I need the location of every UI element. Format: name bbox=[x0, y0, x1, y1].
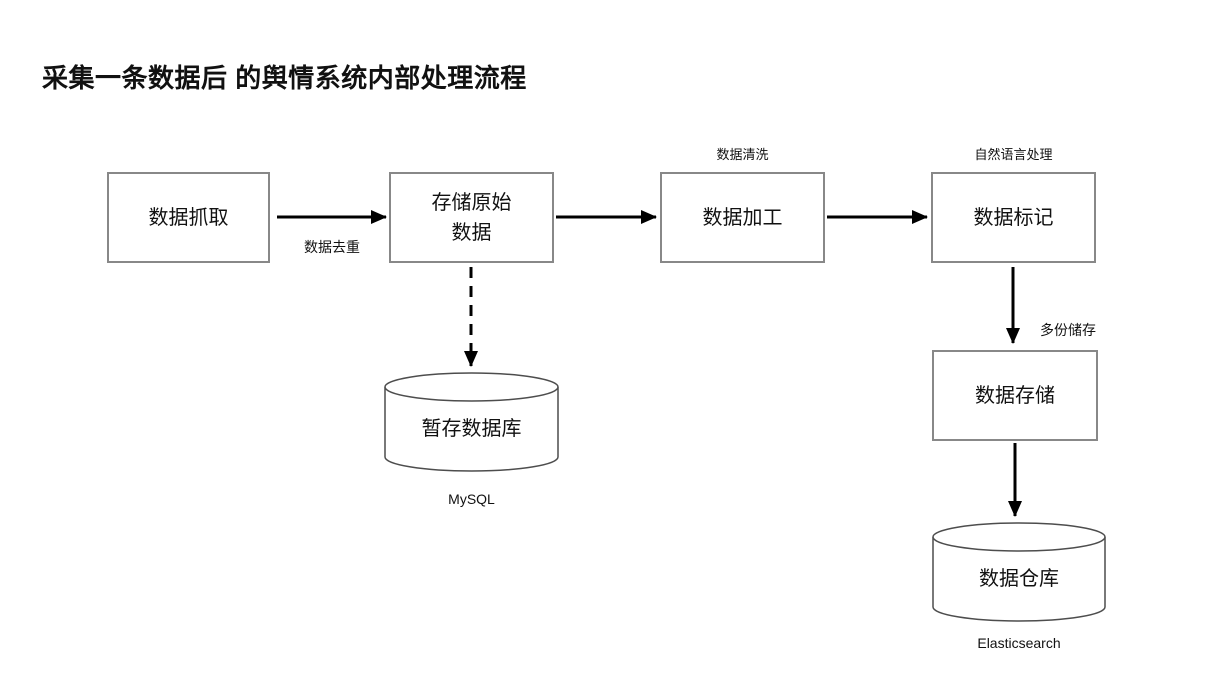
node-store-raw-label-line2: 数据 bbox=[451, 221, 492, 244]
node-store: 数据存储 bbox=[932, 350, 1098, 441]
node-store-raw: 存储原始 数据 bbox=[389, 172, 554, 263]
edge-label-dedupe: 数据去重 bbox=[304, 239, 360, 255]
node-process: 数据加工 bbox=[660, 172, 825, 263]
node-tag-label: 数据标记 bbox=[973, 206, 1054, 229]
cylinder-temp-db-shape bbox=[384, 372, 559, 472]
cylinder-temp-db-label: 暂存数据库 bbox=[421, 417, 522, 440]
node-process-label: 数据加工 bbox=[702, 206, 783, 229]
cylinder-warehouse-shape bbox=[932, 522, 1106, 622]
annotation-nlp: 自然语言处理 bbox=[974, 147, 1053, 162]
node-crawl-label: 数据抓取 bbox=[148, 206, 229, 229]
node-store-label: 数据存储 bbox=[975, 384, 1055, 407]
cylinder-warehouse-label: 数据仓库 bbox=[979, 567, 1059, 590]
node-store-raw-label-line1: 存储原始 bbox=[431, 191, 512, 214]
cylinder-warehouse-caption: Elasticsearch bbox=[977, 635, 1061, 651]
cylinder-temp-db-caption: MySQL bbox=[448, 491, 495, 507]
annotation-data-clean: 数据清洗 bbox=[716, 147, 769, 162]
node-tag: 数据标记 bbox=[931, 172, 1096, 263]
node-crawl: 数据抓取 bbox=[107, 172, 270, 263]
edge-label-multi-copy: 多份储存 bbox=[1040, 322, 1096, 338]
page-title: 采集一条数据后 的舆情系统内部处理流程 bbox=[42, 63, 527, 93]
